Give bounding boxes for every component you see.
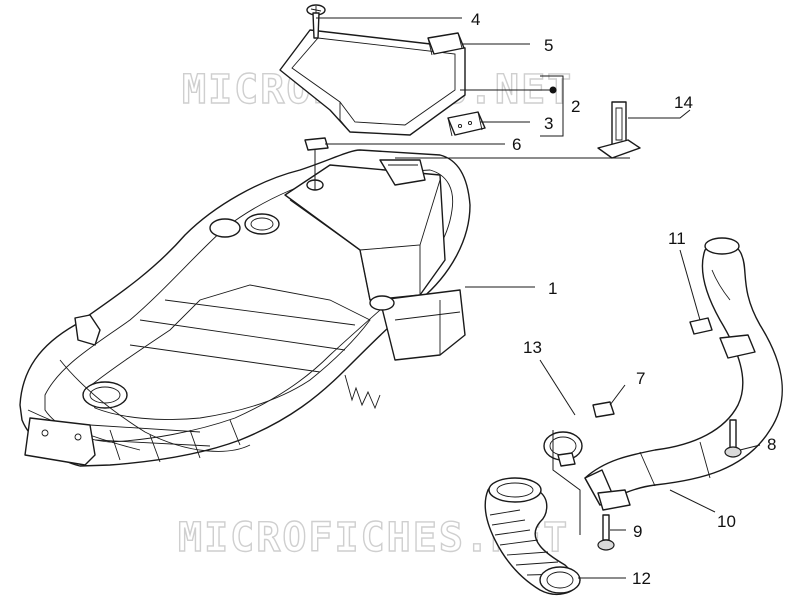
nut-part-7: [592, 401, 615, 418]
callout-1: 1: [548, 279, 557, 298]
nut-part-6: [304, 137, 329, 151]
hose-part-12: [484, 477, 581, 596]
callout-3: 3: [544, 114, 553, 133]
leader-lines: [314, 17, 761, 579]
clamp-part-13: [543, 431, 583, 467]
intake-duct-part: [584, 237, 783, 511]
callout-numbers: 1 2 3 4 5 6 7 8 9 10 11 12 13 14: [471, 10, 776, 588]
clip-part-3: [447, 111, 486, 137]
nut-part-11: [689, 317, 713, 335]
screw-part-9: [597, 514, 615, 551]
screw-part-8: [724, 419, 742, 458]
callout-7: 7: [636, 369, 645, 388]
callout-13: 13: [523, 338, 542, 357]
helmet-compartment-part: [19, 149, 471, 467]
callout-4: 4: [471, 10, 480, 29]
callout-14: 14: [674, 93, 693, 112]
callout-12: 12: [632, 569, 651, 588]
callout-10: 10: [717, 512, 736, 531]
battery-cover-part: [279, 29, 466, 136]
callout-8: 8: [767, 435, 776, 454]
callout-11: 11: [668, 229, 686, 248]
callout-6: 6: [512, 135, 521, 154]
screw-part-4: [306, 4, 326, 39]
callout-5: 5: [544, 36, 553, 55]
callout-9: 9: [633, 522, 642, 541]
callout-2: 2: [571, 97, 580, 116]
clip-part-5: [427, 32, 465, 56]
bracket-part-14: [597, 101, 641, 159]
